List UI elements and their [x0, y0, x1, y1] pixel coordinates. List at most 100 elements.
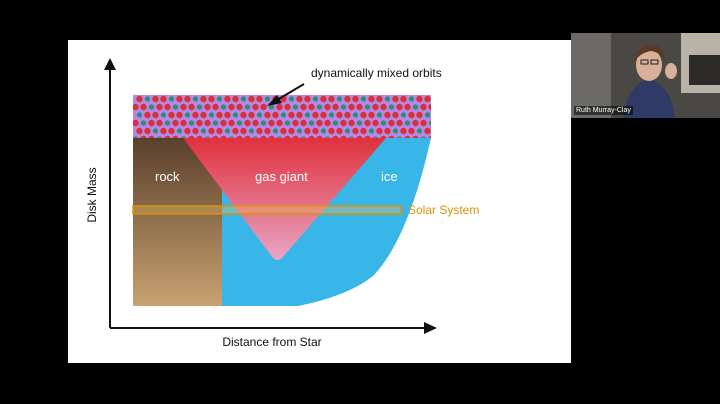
mixed-band-dot: [216, 96, 223, 102]
shared-slide: Solar System rock gas giant ice Disk Mas…: [68, 40, 571, 363]
mixed-band-dot: [380, 103, 387, 111]
mixed-band-dot: [156, 103, 163, 111]
mixed-band-dot: [212, 103, 219, 111]
mixed-band-dot: [397, 136, 402, 138]
mixed-band-dot: [280, 127, 287, 135]
mixed-band-dot: [328, 127, 335, 135]
mixed-band-dot: [388, 135, 395, 138]
mixed-band-dot: [168, 127, 175, 135]
mixed-band-dot: [136, 112, 143, 118]
mixed-band-dot: [428, 103, 431, 111]
mixed-band-dot: [316, 135, 323, 138]
mixed-band-dot: [404, 103, 411, 111]
mixed-band-dot: [332, 135, 339, 138]
mixed-band-dot: [256, 112, 263, 118]
mixed-band-dot: [244, 104, 251, 110]
mixed-band-dot: [348, 119, 355, 127]
mixed-band-dot: [312, 96, 319, 102]
mixed-band-dot: [424, 95, 431, 103]
mixed-band-dot: [360, 96, 367, 102]
mixed-band-dot: [304, 95, 311, 103]
mixed-band-dot: [200, 95, 207, 103]
mixed-band-dot: [248, 128, 255, 134]
mixed-band-dot: [336, 96, 343, 102]
mixed-band-dot: [304, 127, 311, 135]
mixed-band-dot: [252, 119, 259, 127]
mixed-band-dot: [328, 112, 335, 118]
mixed-band-dot: [400, 112, 407, 118]
mixed-band-dot: [220, 135, 227, 138]
mixed-band-dot: [424, 127, 431, 135]
mixed-band-dot: [272, 128, 279, 134]
mixed-band-dot: [228, 119, 235, 127]
mixed-band-dot: [432, 128, 438, 134]
mixed-band-dot: [244, 135, 251, 138]
mixed-band-dot: [340, 104, 347, 110]
mixed-band-dot: [192, 96, 199, 102]
mixed-band-dot: [404, 135, 411, 138]
mixed-band-dot: [340, 135, 347, 138]
y-axis-label: Disk Mass: [85, 167, 99, 222]
mixed-band-dot: [229, 136, 234, 138]
mixed-band-dot: [288, 111, 295, 119]
mixed-band-dot: [408, 127, 415, 135]
mixed-band-dot: [180, 103, 187, 111]
mixed-band-dot: [176, 128, 183, 134]
mixed-orbits-annotation: dynamically mixed orbits: [311, 66, 442, 80]
mixed-band-dot: [380, 120, 387, 126]
mixed-band-dot: [133, 136, 138, 138]
mixed-band-dot: [376, 127, 383, 135]
mixed-band-dot: [184, 127, 191, 135]
mixed-band-dot: [300, 103, 307, 111]
mixed-band-dot: [260, 135, 267, 138]
mixed-band-dot: [396, 119, 403, 127]
mixed-band-dot: [208, 95, 215, 103]
mixed-band-dot: [312, 127, 319, 135]
mixed-band-dot: [228, 103, 235, 111]
mixed-band-dot: [204, 103, 211, 111]
mixed-band-dot: [388, 104, 395, 110]
mixed-band-dot: [260, 120, 267, 126]
gas-giant-label: gas giant: [255, 169, 308, 184]
mixed-band-dot: [256, 127, 263, 135]
mixed-band-dot: [296, 128, 303, 134]
mixed-band-dot: [200, 128, 207, 134]
mixed-band-dot: [188, 135, 195, 138]
mixed-band-dot: [304, 112, 311, 118]
mixed-band-dot: [344, 128, 351, 134]
mixed-band-dot: [157, 136, 162, 138]
mixed-band-dot: [284, 135, 291, 138]
mixed-band-dot: [392, 95, 399, 103]
mixed-band-dot: [264, 127, 271, 135]
participant-video-tile[interactable]: Ruth Murray-Clay: [571, 33, 720, 118]
mixed-band-dot: [208, 112, 215, 118]
mixed-band-dot: [416, 128, 423, 134]
mixed-band-dot: [316, 104, 323, 110]
mixed-band-dot: [248, 111, 255, 119]
mixed-band-dot: [264, 96, 271, 102]
mixed-band-dot: [428, 135, 431, 138]
mixed-band-dot: [328, 95, 335, 103]
mixed-band-dot: [252, 103, 259, 111]
mixed-band-dot: [200, 111, 207, 119]
mixed-band-dot: [160, 112, 167, 118]
mixed-band-dot: [236, 103, 243, 111]
mixed-band-dot: [160, 127, 167, 135]
mixed-band-dot: [420, 119, 427, 127]
mixed-band-dot: [400, 127, 407, 135]
mixed-band-dot: [156, 119, 163, 127]
mixed-band-dot: [352, 95, 359, 103]
mixed-band-dot: [256, 95, 263, 103]
mixed-band-dot: [364, 135, 371, 138]
mixed-band-dot: [224, 95, 231, 103]
mixed-band-dot: [224, 111, 231, 119]
mixed-band-dot: [284, 103, 291, 111]
mixed-band-dot: [356, 135, 363, 138]
mixed-band-dot: [348, 103, 355, 111]
mixed-band-dot: [224, 128, 231, 134]
mixed-band-dot: [196, 119, 203, 127]
mixed-band-dot: [152, 95, 159, 103]
mixed-band-dot: [412, 135, 419, 138]
mixed-band-dot: [184, 95, 191, 103]
mixed-band-dot: [352, 112, 359, 118]
